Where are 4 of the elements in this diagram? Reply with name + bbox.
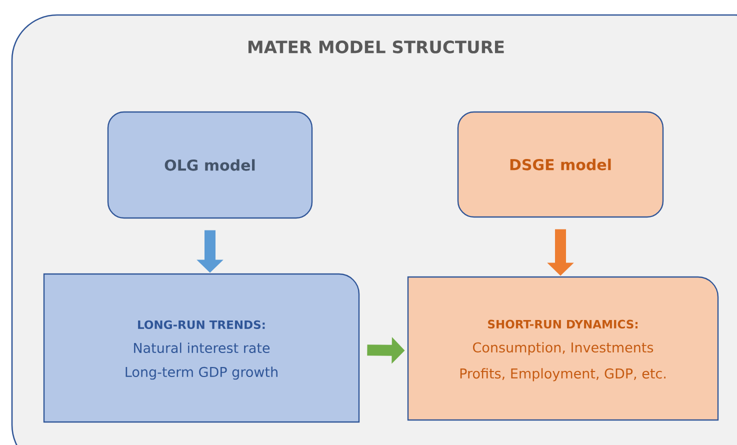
model-box: OLG model: [107, 111, 313, 219]
result-box: SHORT-RUN DYNAMICS: Consumption, Investments Profits, Employment, GDP, etc.: [407, 276, 719, 421]
model-box: DSGE model: [457, 111, 664, 218]
result-box: LONG-RUN TRENDS: Natural interest rate Long-term GDP growth: [43, 273, 360, 423]
